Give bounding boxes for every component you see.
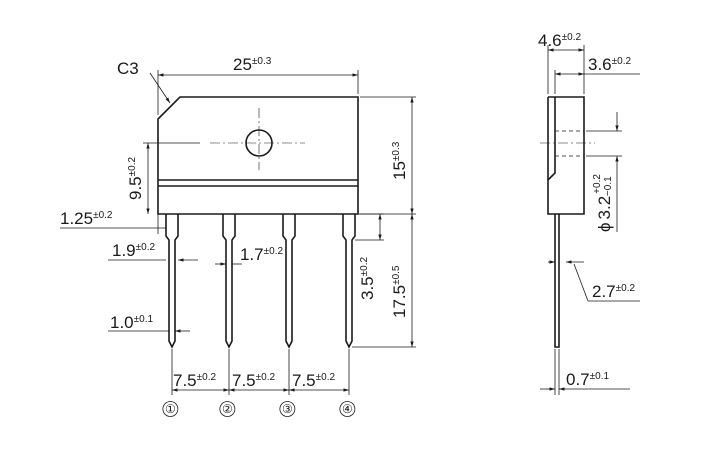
pin-number-ring [339, 401, 356, 417]
pin-number-ring [219, 401, 236, 417]
lead-2 [222, 214, 236, 349]
side-body [547, 96, 585, 215]
side-lead-offset-dim: 2.7±0.2 [592, 282, 635, 301]
hole-diameter-dim: ϕ3.2+0.2−0.1 [592, 174, 614, 232]
lead-length-dim: 17.5±0.5 [390, 265, 409, 318]
shoulder-length-dim: 3.5±0.2 [358, 257, 377, 300]
lead-thickness-dim: 0.7±0.1 [566, 370, 609, 389]
chamfer-label: C3 [117, 59, 139, 78]
lead-width-dim: 1.0±0.1 [110, 313, 153, 332]
pitch-2-dim: 7.5±0.2 [232, 371, 275, 390]
pin-number-3: ③ [282, 402, 293, 416]
pin-number-1: ① [165, 402, 176, 416]
pitch-3-dim: 7.5±0.2 [292, 371, 335, 390]
lead-4 [342, 214, 356, 349]
pin-number-ring [279, 401, 296, 417]
lead-1 [165, 214, 179, 349]
shoulder-width-dim: 1.9±0.2 [112, 241, 155, 260]
lead-3 [282, 214, 296, 349]
lead-offset-dim: 1.25±0.2 [60, 209, 113, 228]
height-dim: 15±0.3 [390, 141, 409, 180]
pin-number-4: ④ [342, 402, 353, 416]
thickness-dim: 4.6±0.2 [538, 31, 581, 50]
pin-number-2: ② [222, 402, 233, 416]
width-dim: 25±0.3 [233, 55, 272, 74]
upper-thickness-dim: 3.6±0.2 [588, 55, 631, 74]
package-body [157, 96, 359, 215]
front-view [157, 96, 359, 349]
side-view [540, 96, 595, 348]
pitch-1-dim: 7.5±0.2 [173, 371, 216, 390]
side-lead [554, 214, 560, 348]
pin-number-ring [162, 401, 179, 417]
shoulder-width2-dim: 1.7±0.2 [240, 245, 283, 264]
hole-position-dim: 9.5±0.2 [126, 157, 145, 200]
